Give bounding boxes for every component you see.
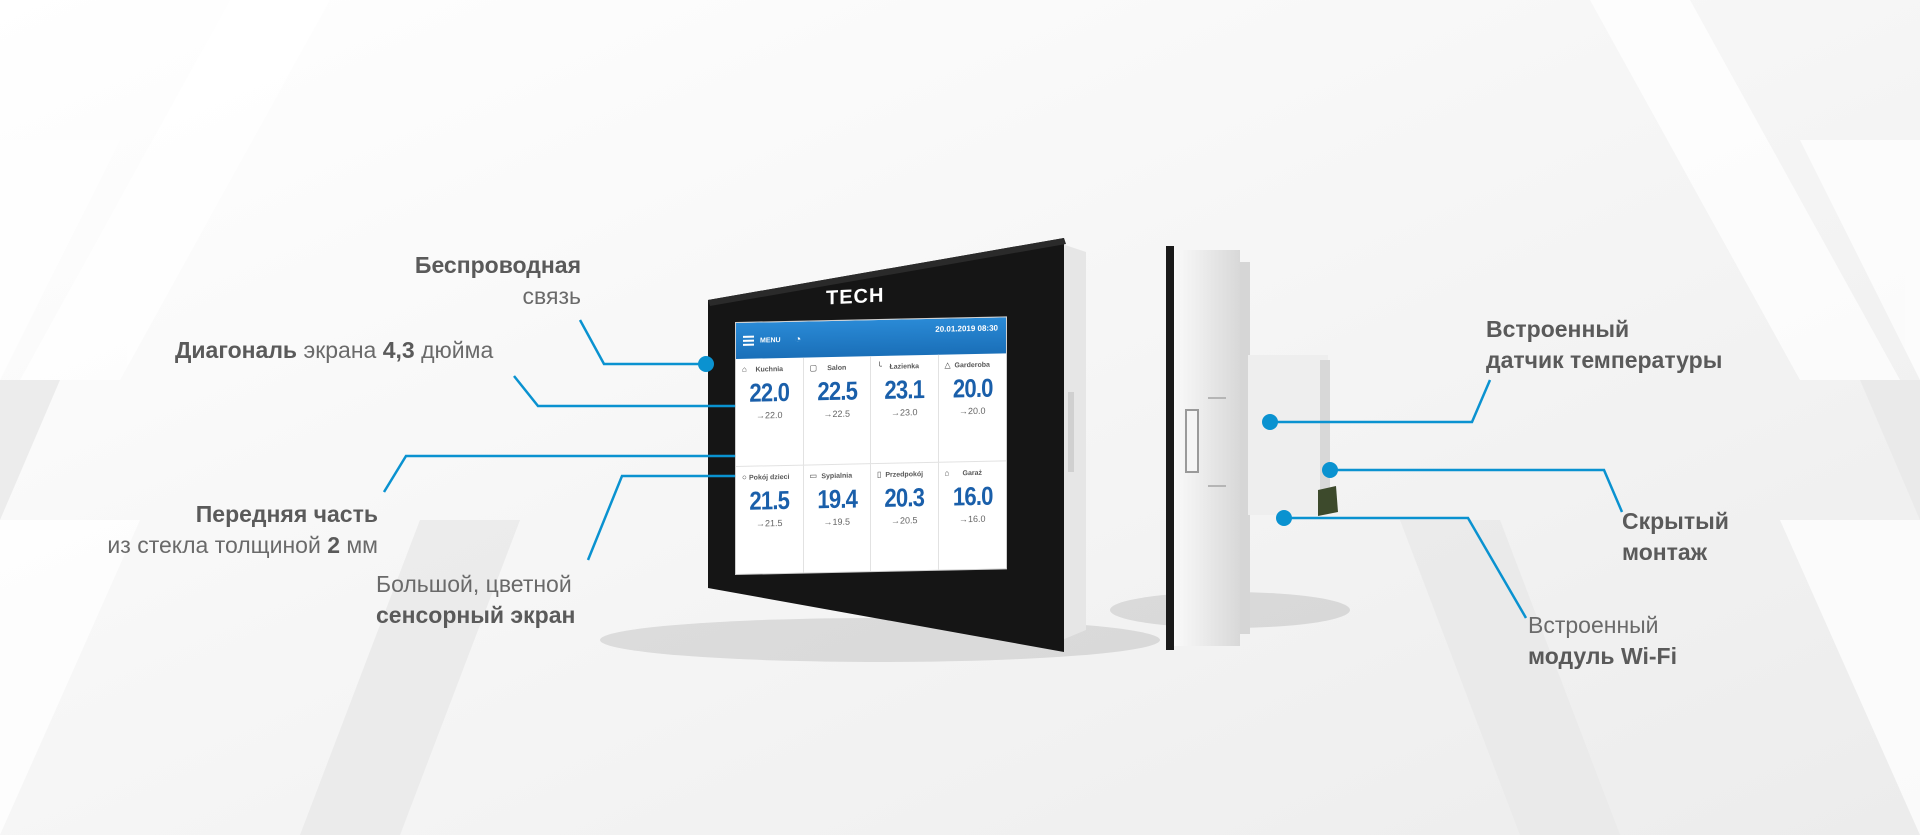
garage-icon: ⌂ (944, 468, 950, 478)
callout-touchscreen-subtitle: сенсорный экран (376, 602, 576, 628)
door-icon: ▯ (877, 469, 882, 479)
screen-header-bar: MENU ◔ 20.01.2019 08:30 (736, 317, 1006, 359)
tech-logo: TECH (826, 284, 885, 310)
wifi-callout-dot (1276, 510, 1292, 526)
room-setpoint: →23.0 (890, 407, 918, 418)
room-setpoint: →16.0 (958, 513, 986, 524)
bath-icon: ╰ (877, 361, 882, 372)
callout-wifi-module: Встроенный модуль Wi-Fi (1528, 610, 1677, 672)
callout-wifi-subtitle: модуль Wi-Fi (1528, 643, 1677, 669)
callout-wireless-subtitle: связь (522, 283, 581, 309)
callout-diagonal-unit: дюйма (414, 337, 494, 363)
room-temperature: 20.3 (884, 481, 925, 513)
callout-temperature-sensor: Встроенный датчик температуры (1486, 314, 1722, 376)
room-temperature: 22.5 (816, 375, 857, 407)
mount-callout-dot (1322, 462, 1338, 478)
room-temperature: 20.0 (952, 372, 993, 404)
sofa-icon: ▢ (809, 363, 818, 373)
callout-lines (382, 319, 1624, 619)
room-setpoint: →22.5 (823, 408, 851, 420)
callout-touchscreen: Большой, цветной сенсорный экран (376, 569, 575, 631)
room-setpoint: →21.5 (755, 517, 783, 529)
room-temperature: 23.1 (884, 374, 925, 405)
bed-icon: ▭ (809, 470, 818, 480)
callout-sensor-title: Встроенный (1486, 316, 1630, 342)
wireless-callout-dot (698, 356, 714, 372)
pot-icon: ⌂ (742, 364, 747, 374)
screen-datetime: 20.01.2019 08:30 (935, 323, 998, 334)
room-temperature: 21.5 (749, 484, 790, 516)
room-setpoint: →20.0 (958, 405, 986, 417)
menu-label: MENU (760, 336, 781, 344)
room-temperature: 16.0 (952, 480, 993, 511)
callout-mount-subtitle: монтаж (1622, 539, 1708, 565)
callout-front-thickness: 2 (327, 532, 340, 558)
thermostat-side (1166, 246, 1338, 650)
menu-icon (743, 335, 754, 346)
callout-wireless-title: Беспроводная (414, 252, 581, 278)
callout-diagonal: Диагональ экрана 4,3 дюйма (175, 335, 493, 366)
toy-icon: ○ (742, 472, 747, 482)
room-setpoint: →22.0 (755, 410, 783, 421)
callout-diagonal-text: экрана (297, 337, 383, 363)
callout-front-text: из стекла толщиной (107, 532, 328, 558)
callout-front-glass: Передняя часть из стекла толщиной 2 мм (107, 499, 378, 561)
callout-diagonal-size: 4,3 (382, 337, 415, 363)
callout-mount-title: Скрытый (1622, 508, 1729, 534)
callout-hidden-mount: Скрытый монтаж (1622, 506, 1729, 568)
room-setpoint: →19.5 (823, 516, 851, 527)
callout-touchscreen-title: Большой, цветной (376, 571, 572, 597)
callout-sensor-subtitle: датчик температуры (1486, 347, 1723, 373)
room-temperature: 22.0 (749, 376, 790, 408)
callout-front-title: Передняя часть (195, 501, 378, 527)
sensor-callout-dot (1262, 414, 1278, 430)
callout-wifi-title: Встроенный (1528, 612, 1659, 638)
callout-diagonal-bold: Диагональ (175, 337, 298, 363)
wifi-icon: ◔ (794, 333, 802, 346)
callout-wireless: Беспроводная связь (415, 250, 581, 312)
hanger-icon: △ (944, 360, 951, 370)
room-temperature: 19.4 (816, 482, 857, 514)
room-setpoint: →20.5 (890, 514, 918, 526)
callout-front-unit: мм (339, 532, 378, 558)
